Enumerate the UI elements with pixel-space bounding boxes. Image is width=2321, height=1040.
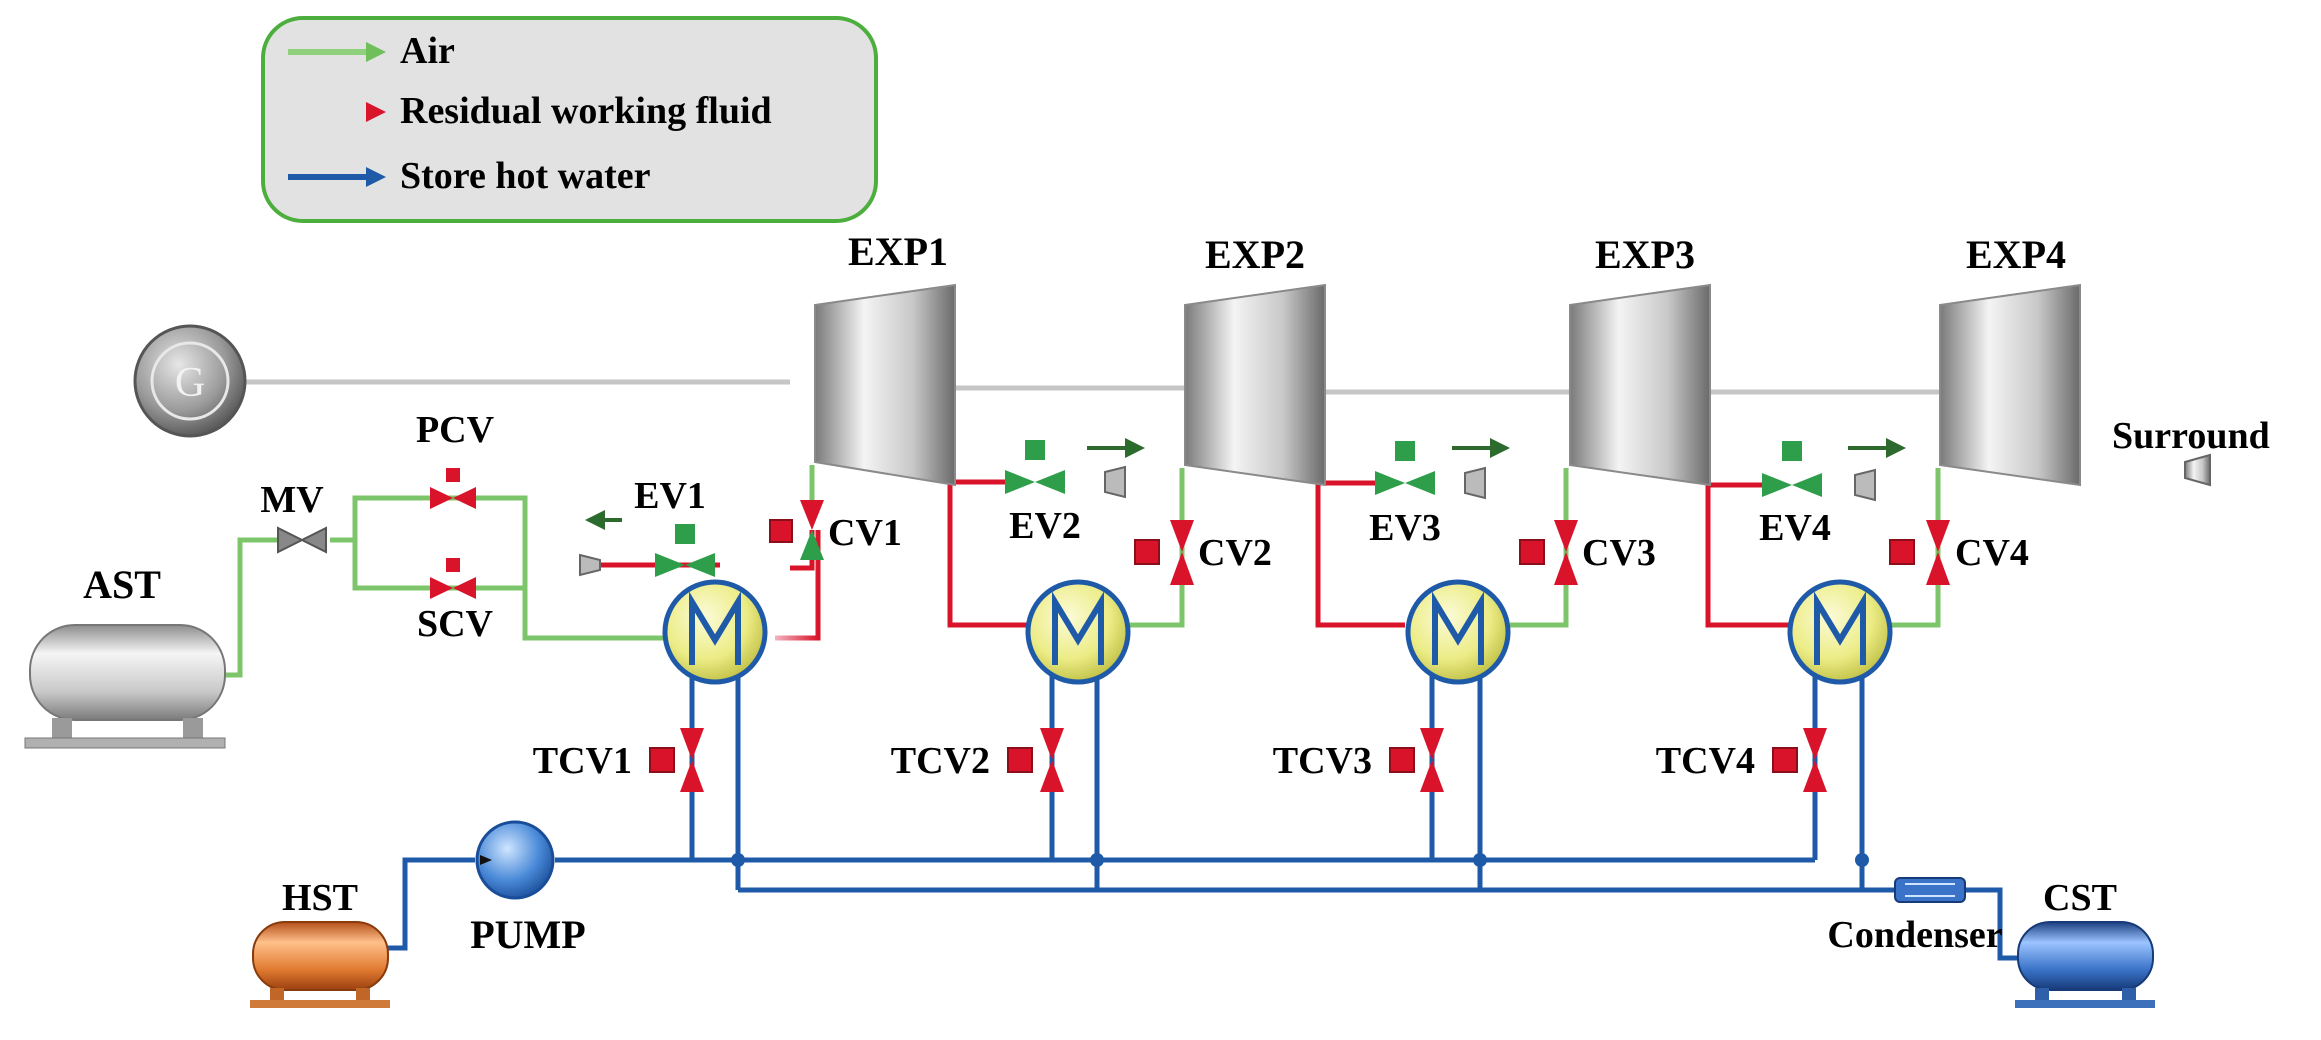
ast-label: AST bbox=[83, 562, 161, 607]
expander-1-label: EXP1 bbox=[848, 229, 948, 274]
heat-exchanger-3 bbox=[1405, 579, 1511, 685]
expander-3: EXP3 bbox=[1569, 232, 1711, 487]
tcv-valve-3: TCV3 bbox=[1273, 728, 1444, 792]
ev-label-1: EV1 bbox=[634, 475, 706, 517]
heat-exchanger-1 bbox=[662, 579, 768, 685]
cv-label-2: CV2 bbox=[1198, 532, 1272, 574]
generator: G bbox=[133, 324, 247, 438]
mv-label: MV bbox=[260, 479, 324, 521]
condenser: Condenser bbox=[1827, 877, 2003, 956]
legend-arrow-water bbox=[288, 167, 386, 187]
fluid-pipes bbox=[590, 467, 2180, 641]
tcv-label-3: TCV3 bbox=[1273, 740, 1372, 782]
pcv-valve: PCV bbox=[416, 409, 495, 509]
tcv-valve-2: TCV2 bbox=[891, 728, 1064, 792]
cv-valve-2: CV2 bbox=[1134, 520, 1272, 585]
legend-arrow-fluid bbox=[288, 102, 386, 122]
heat-exchanger-4 bbox=[1787, 579, 1893, 685]
pipe-crossings bbox=[731, 853, 1869, 867]
legend-label-water: Store hot water bbox=[400, 155, 651, 197]
expander-4-label: EXP4 bbox=[1966, 232, 2066, 277]
ev-valve-4: EV4 bbox=[1759, 438, 1906, 549]
mv-valve: MV bbox=[260, 479, 327, 554]
scv-valve: SCV bbox=[417, 558, 494, 645]
tcv-label-1: TCV1 bbox=[533, 740, 632, 782]
legend-label-air: Air bbox=[400, 30, 455, 72]
legend: Air Residual working fluid Store hot wat… bbox=[261, 16, 878, 223]
ev-valve-1: EV1 bbox=[579, 475, 715, 577]
surround-outlet: Surround bbox=[2112, 415, 2270, 487]
water-pipes bbox=[385, 668, 2020, 961]
hst-label: HST bbox=[282, 877, 358, 919]
tcv-label-4: TCV4 bbox=[1656, 740, 1755, 782]
cv-label-3: CV3 bbox=[1582, 532, 1656, 574]
scv-label: SCV bbox=[417, 603, 494, 645]
ev-label-3: EV3 bbox=[1369, 507, 1441, 549]
cst-label: CST bbox=[2043, 877, 2117, 919]
cv-label-1: CV1 bbox=[828, 512, 902, 554]
ev-label-2: EV2 bbox=[1009, 505, 1081, 547]
pump-label: PUMP bbox=[470, 912, 586, 957]
heat-exchanger-2 bbox=[1025, 579, 1131, 685]
ast-tank: AST bbox=[24, 562, 226, 749]
legend-box bbox=[261, 16, 878, 223]
expander-2-label: EXP2 bbox=[1205, 232, 1305, 277]
generator-symbol: G bbox=[175, 360, 205, 406]
ev-valve-3: EV3 bbox=[1369, 438, 1510, 549]
cv-valve-1: CV1 bbox=[769, 500, 902, 560]
hst-tank: HST bbox=[250, 877, 390, 1008]
tcv-label-2: TCV2 bbox=[891, 740, 990, 782]
expander-4: EXP4 bbox=[1939, 232, 2081, 487]
condenser-label: Condenser bbox=[1827, 914, 2002, 956]
tcv-valve-1: TCV1 bbox=[533, 728, 704, 792]
cst-tank: CST bbox=[2015, 877, 2155, 1008]
cv-valve-4: CV4 bbox=[1889, 520, 2029, 585]
expander-3-label: EXP3 bbox=[1595, 232, 1695, 277]
legend-label-fluid: Residual working fluid bbox=[400, 90, 772, 132]
ev-valve-2: EV2 bbox=[1005, 438, 1145, 547]
tcv-valve-4: TCV4 bbox=[1656, 728, 1827, 792]
cv-label-4: CV4 bbox=[1955, 532, 2029, 574]
expander-2: EXP2 bbox=[1184, 232, 1326, 487]
expander-1: EXP1 bbox=[814, 229, 956, 487]
pump: PUMP bbox=[470, 820, 586, 957]
pcv-label: PCV bbox=[416, 409, 495, 451]
cv-valve-3: CV3 bbox=[1519, 520, 1656, 585]
surround-label: Surround bbox=[2112, 415, 2270, 457]
ev-label-4: EV4 bbox=[1759, 507, 1831, 549]
legend-arrow-air bbox=[288, 42, 386, 62]
